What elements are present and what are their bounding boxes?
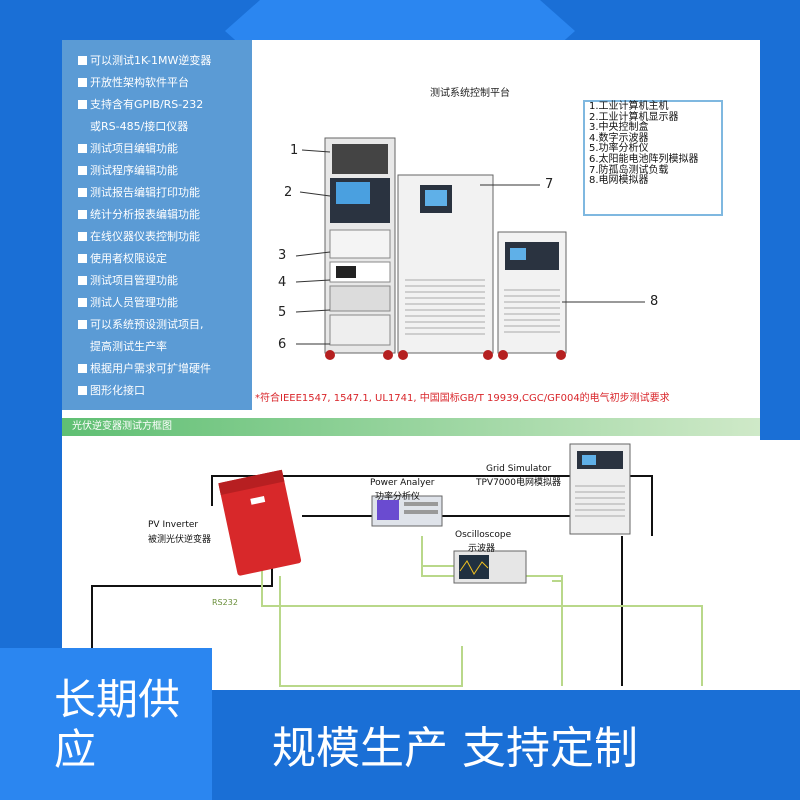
right-border (760, 0, 800, 440)
grid-simulator-label-en: Grid Simulator (486, 464, 552, 474)
spec-item: 可以系统预设测试项目, (78, 316, 204, 332)
spec-item: 提高测试生产率 (90, 340, 167, 353)
callout-2: 2 (284, 185, 293, 200)
callout-4: 4 (278, 275, 287, 290)
spec-item: 支持含有GPIB/RS-232 (78, 96, 203, 112)
power-analyzer-label-cn: 功率分析仪 (375, 492, 421, 502)
callout-3: 3 (278, 248, 287, 263)
spec-item: 根据用户需求可扩增硬件 (78, 360, 211, 376)
spec-panel (62, 40, 252, 410)
banner-left-text: 长期供应 (54, 675, 181, 774)
legend-item: 6.太阳能电池阵列模拟器 (589, 153, 699, 165)
equipment-legend: 1.工业计算机主机 2.工业计算机显示器 3.中央控制盒 4.数字示波器 5.功… (583, 100, 723, 216)
spec-item: 或RS-485/接口仪器 (90, 120, 189, 133)
rs232-label: RS232 (212, 598, 238, 607)
spec-item: 测试项目编辑功能 (78, 140, 178, 156)
legend-item: 4.数字示波器 (589, 132, 649, 144)
section-header: 光伏逆变器测试方框图 (62, 418, 760, 436)
legend-item: 3.中央控制盒 (589, 122, 649, 134)
oscilloscope-label-en: Oscilloscope (455, 530, 512, 540)
legend-item: 1.工业计算机主机 (589, 101, 669, 112)
callout-7: 7 (545, 177, 554, 192)
spec-item: 统计分析报表编辑功能 (78, 206, 200, 222)
test-system-cabinets-illustration (295, 137, 645, 360)
pv-inverter-label-cn: 被测光伏逆变器 (148, 535, 212, 545)
callout-8: 8 (650, 294, 659, 309)
spec-item: 测试项目管理功能 (78, 272, 178, 288)
bottom-left-block (0, 648, 212, 800)
spec-item: 使用者权限设定 (78, 250, 167, 266)
compliance-note: *符合IEEE1547, 1547.1, UL1741, 中国国标GB/T 19… (255, 393, 670, 404)
legend-item: 7.防孤岛测试负载 (589, 164, 669, 176)
test-block-diagram (91, 443, 703, 687)
spec-item: 开放性架构软件平台 (78, 74, 189, 90)
spec-item: 测试报告编辑打印功能 (78, 184, 200, 200)
callout-1: 1 (290, 143, 299, 158)
spec-item: 在线仪器仪表控制功能 (78, 228, 200, 244)
banner-right-text: 规模生产 支持定制 (272, 723, 638, 774)
legend-item: 5.功率分析仪 (589, 143, 649, 155)
oscilloscope-label-cn: 示波器 (468, 544, 496, 554)
spec-item: 图形化接口 (78, 382, 145, 398)
callout-5: 5 (278, 305, 287, 320)
power-analyzer-label-en: Power Analyer (370, 478, 435, 488)
spec-item: 测试程序编辑功能 (78, 162, 178, 178)
legend-item: 2.工业计算机显示器 (589, 111, 679, 123)
legend-item: 8.电网模拟器 (589, 175, 649, 187)
pv-inverter-label-en: PV Inverter (148, 520, 199, 530)
grid-simulator-label-cn: TPV7000电网模拟器 (476, 478, 561, 488)
callout-6: 6 (278, 337, 287, 352)
spec-item: 可以测试1K-1MW逆变器 (78, 52, 211, 68)
platform-title: 测试系统控制平台 (430, 88, 510, 99)
spec-item: 测试人员管理功能 (78, 294, 178, 310)
